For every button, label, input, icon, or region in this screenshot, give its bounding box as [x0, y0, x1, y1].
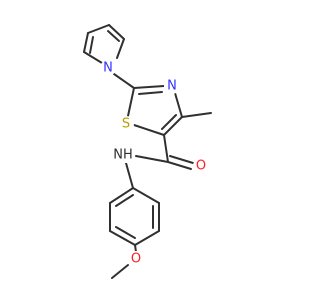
bond-benzene-4b [115, 226, 136, 239]
bond-c5-carbonyl [163, 134, 169, 163]
bonds [83, 24, 212, 279]
bond-benzene-6 [109, 187, 134, 204]
bond-pyrrole-2 [83, 32, 89, 53]
bond-pyrrole-5 [116, 38, 125, 59]
bond-pyrrole-4b [107, 30, 120, 42]
pyrrole-n-label: N [103, 61, 113, 76]
bond-o-methyl [111, 264, 129, 279]
amide-nh: NH [112, 147, 134, 163]
bond-thiazole-s1-c2 [127, 87, 135, 117]
molecule-diagram: N N S O NH O [83, 24, 212, 279]
bond-nh-aryl [125, 162, 134, 189]
methoxy-oxygen: O [128, 251, 144, 267]
bond-thiazole-c4-c5 [163, 116, 183, 136]
bond-carbonyl-nh [135, 155, 169, 163]
bond-thiazole-c2-n3 [133, 85, 165, 89]
thiazole-s-label: S [122, 117, 130, 132]
bond-pyrrole-2b [89, 36, 94, 54]
structure-drawing: N N S O NH O [83, 24, 212, 279]
bond-thiazole-c4-c5b [161, 114, 177, 130]
bond-thiazole-n3-c4 [174, 92, 183, 118]
thiazole-n-label: N [167, 79, 177, 94]
bond-methyl [181, 112, 212, 118]
bond-carbonyl-ob [169, 155, 194, 164]
carbonyl-o-label: O [196, 159, 206, 174]
methoxy-o-label: O [131, 252, 141, 267]
bond-benzene-3 [134, 230, 160, 246]
amide-nh-label: NH [113, 148, 133, 163]
atom-labels: N N S O NH O [100, 60, 209, 267]
bond-benzene-1 [132, 187, 160, 204]
bond-pyrrole-3 [87, 24, 110, 34]
bond-pyrrole-4 [108, 24, 125, 40]
bond-carbonyl-o [167, 161, 192, 170]
thiazole-sulfur: S [118, 116, 134, 132]
bond-thiazole-c5-s1 [133, 124, 165, 136]
carbonyl-oxygen: O [193, 158, 209, 174]
bond-benzene-6b [115, 194, 134, 207]
bond-benzene-4 [109, 230, 136, 246]
bond-pyrrole-1 [83, 51, 103, 64]
bond-thiazole-c2-n3b [138, 91, 163, 95]
thiazole-nitrogen: N [164, 78, 180, 94]
pyrrole-nitrogen: N [100, 60, 116, 76]
bond-n-c2 [113, 73, 135, 89]
bond-aryl-o [134, 244, 137, 253]
